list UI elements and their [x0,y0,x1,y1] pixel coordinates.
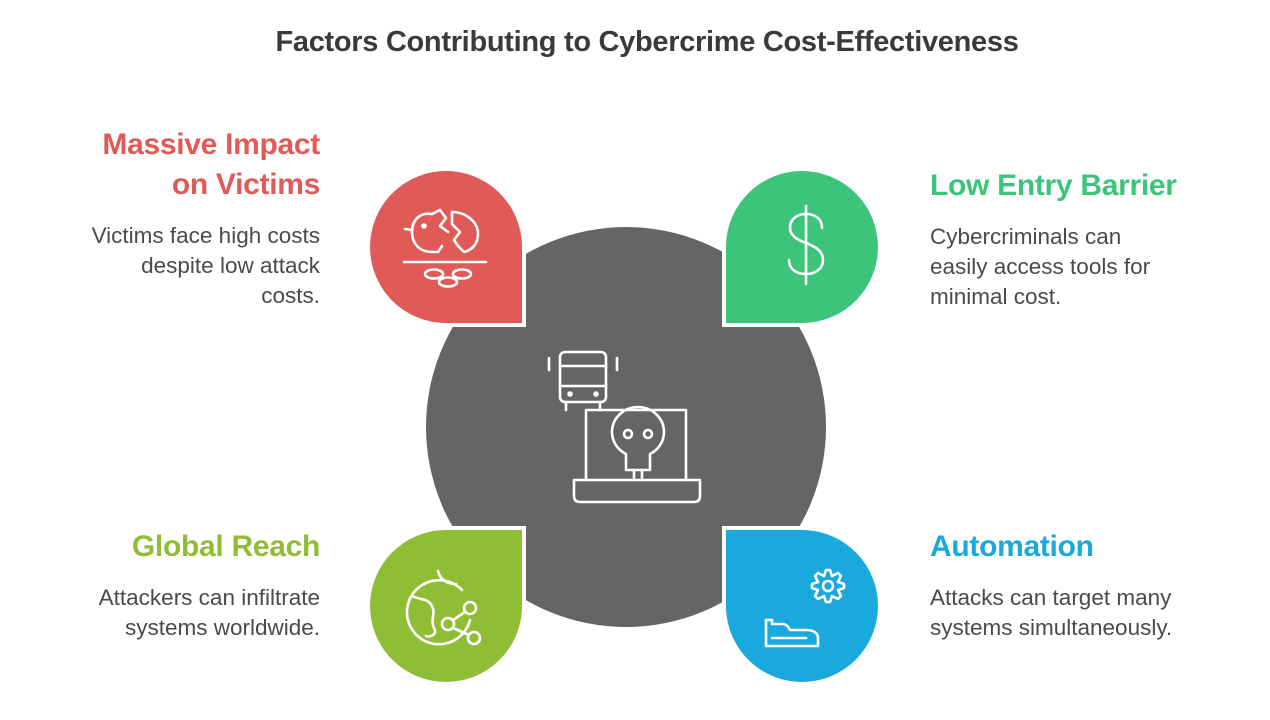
dollar-icon [787,204,825,286]
massive-impact-desc-line2: despite low attack [141,253,320,278]
petal-low-entry [722,167,882,327]
globe-network-icon [405,569,482,646]
factor-global-reach: Global Reach Attackers can infiltrate sy… [99,527,321,643]
low-entry-desc-line3: minimal cost. [930,284,1062,309]
gear-hand-icon [764,568,846,648]
low-entry-heading: Low Entry Barrier [930,169,1177,202]
massive-impact-heading: Massive Impact on Victims [92,125,320,205]
massive-impact-desc-line3: costs. [261,283,320,308]
factor-automation: Automation Attacks can target many syste… [930,527,1172,643]
automation-desc-line2: systems simultaneously. [930,615,1173,640]
global-reach-desc-line2: systems worldwide. [124,615,320,640]
automation-desc-line1: Attacks can target many [930,585,1172,610]
low-entry-desc-line2: easily access tools for [930,254,1151,279]
low-entry-desc-line1: Cybercriminals can [930,224,1122,249]
global-reach-heading: Global Reach [131,530,320,563]
factor-massive-impact: Massive Impact on Victims Victims face h… [92,125,321,311]
global-reach-description: Attackers can infiltrate systems worldwi… [99,583,320,643]
massive-impact-heading-line1: Massive Impact [102,128,320,161]
broken-piggy-bank-icon [402,208,488,288]
petal-automation [722,526,882,686]
massive-impact-heading-line2: on Victims [171,168,320,201]
diagram-title: Factors Contributing to Cybercrime Cost-… [275,26,1019,58]
global-reach-desc-line1: Attackers can infiltrate [98,585,320,610]
factor-low-entry: Low Entry Barrier Cybercriminals can eas… [930,166,1177,312]
petal-global-reach [366,526,526,686]
massive-impact-desc-line1: Victims face high costs [91,223,320,248]
skull-laptop-icon [572,405,702,504]
massive-impact-description: Victims face high costs despite low atta… [92,221,320,311]
automation-description: Attacks can target many systems simultan… [930,583,1172,643]
automation-heading: Automation [930,530,1094,563]
bus-icon [547,350,619,412]
petal-massive-impact [366,167,526,327]
low-entry-description: Cybercriminals can easily access tools f… [930,222,1177,312]
